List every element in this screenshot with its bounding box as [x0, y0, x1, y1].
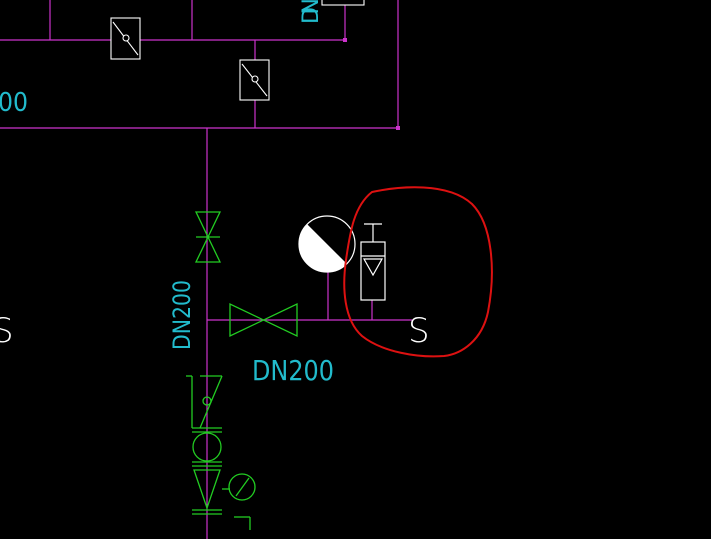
- top-partial-symbol: [321, 0, 365, 6]
- s-left-label: S: [0, 311, 14, 351]
- gate-valve-icon: [194, 211, 222, 263]
- horizontal-dn-label: DN200: [252, 354, 334, 387]
- pressure-gauge-icon: [228, 473, 256, 501]
- markup-circle-icon: [343, 186, 493, 358]
- s-right-label: S: [408, 311, 430, 351]
- left-partial-label: 00: [0, 88, 28, 118]
- vertical-dn-label: DN200: [168, 280, 196, 350]
- base-bracket: [234, 516, 251, 530]
- gate-valve-icon: [229, 302, 298, 338]
- butterfly-valve-icon: [110, 17, 141, 60]
- pump-icon: [192, 431, 222, 467]
- pressure-gauge-icon: [298, 215, 356, 273]
- pipe-node: [343, 38, 347, 42]
- pipe-node: [396, 126, 400, 130]
- flow-switch-icon: [360, 223, 386, 301]
- check-valve-icon: [186, 375, 223, 429]
- filter-icon: [192, 469, 230, 515]
- top-partial-label: DN: [299, 0, 324, 24]
- butterfly-valve-icon: [239, 59, 270, 101]
